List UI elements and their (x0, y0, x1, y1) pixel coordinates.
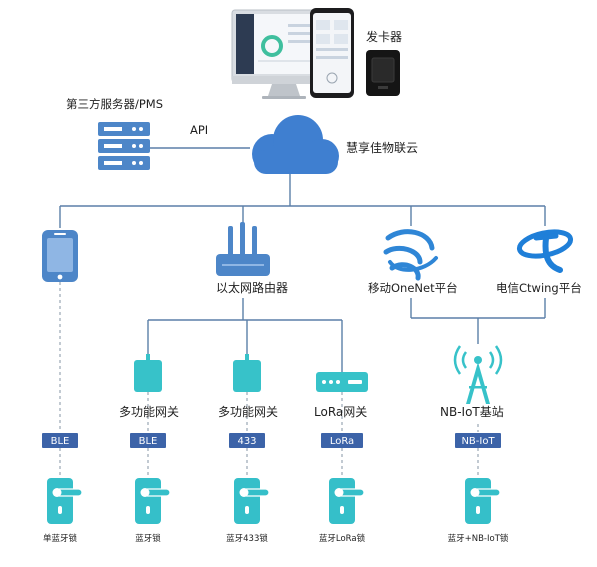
door-lock-icon (329, 478, 365, 524)
server-label: 第三方服务器/PMS (66, 97, 163, 111)
door-lock-icon (135, 478, 171, 524)
china-mobile-icon (383, 229, 438, 281)
gateway-icon (134, 354, 162, 392)
protocol-tag-phone-text: BLE (51, 436, 70, 447)
locks-row: 单蓝牙锁 蓝牙锁 蓝牙433锁 蓝牙LoRa锁 蓝牙+NB-IoT锁 (43, 478, 509, 544)
protocol-tag-gw1: BLE (130, 433, 166, 448)
nbiot-station-label: NB-IoT基站 (440, 405, 504, 419)
lock-label: 蓝牙锁 (135, 533, 161, 544)
router-icon (216, 222, 270, 276)
cloud-label: 慧享佳物联云 (346, 140, 418, 155)
lock-label: 单蓝牙锁 (43, 533, 78, 544)
telecom-platform-label: 电信Ctwing平台 (496, 281, 582, 295)
protocol-tag-gw1-text: BLE (139, 436, 158, 447)
lock-label: 蓝牙LoRa锁 (319, 533, 366, 544)
phone-icon (42, 230, 78, 282)
protocol-tag-nbiot-text: NB-IoT (461, 436, 495, 447)
door-lock-icon (47, 478, 83, 524)
lock-label: 蓝牙+NB-IoT锁 (448, 533, 509, 544)
router-label: 以太网路由器 (216, 280, 288, 295)
protocol-tag-nbiot: NB-IoT (455, 433, 501, 448)
cell-tower-icon (453, 345, 503, 404)
gateway-3-label: LoRa网关 (314, 405, 367, 419)
lock-label: 蓝牙433锁 (226, 533, 268, 544)
china-telecom-icon (516, 229, 574, 273)
connector-lines (59, 147, 546, 372)
card-reader-label: 发卡器 (366, 29, 402, 44)
api-label: API (190, 123, 208, 137)
protocol-tag-gw2: 433 (229, 433, 265, 448)
door-lock-icon (234, 478, 270, 524)
cloud-icon (252, 115, 339, 174)
door-lock-icon (465, 478, 501, 524)
protocol-tag-gw2-text: 433 (237, 436, 256, 447)
wireless-links (59, 282, 479, 478)
smartphone-app-icon (310, 8, 354, 98)
server-icon (98, 122, 150, 170)
card-reader-icon (366, 50, 400, 96)
protocol-tag-phone: BLE (42, 433, 78, 448)
gateway-2-label: 多功能网关 (218, 405, 278, 419)
protocol-tag-gw3: LoRa (321, 433, 363, 448)
lora-gateway-icon (316, 372, 368, 392)
gateway-1-label: 多功能网关 (119, 405, 179, 419)
mobile-platform-label: 移动OneNet平台 (368, 281, 458, 295)
protocol-tag-gw3-text: LoRa (330, 436, 354, 447)
gateway-icon (233, 354, 261, 392)
